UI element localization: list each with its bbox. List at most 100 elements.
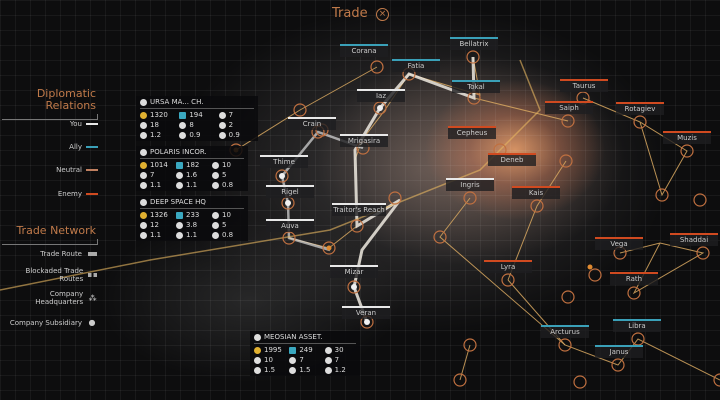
resource-icon: [254, 346, 261, 354]
trade-legend: Trade Network: [0, 225, 98, 249]
trade-route-icon: [86, 250, 98, 258]
headquarters-icon: [364, 319, 370, 325]
system-label[interactable]: Kais: [512, 186, 560, 199]
system-label[interactable]: Rigel: [266, 185, 314, 198]
system-label[interactable]: Thime: [260, 155, 308, 168]
company-stat: 7: [324, 356, 356, 364]
system-label[interactable]: Saiph: [545, 101, 593, 114]
system-label[interactable]: Bellatrix: [450, 37, 498, 50]
star-system-node: [373, 101, 387, 115]
trade-route: [507, 160, 567, 281]
close-icon[interactable]: ×: [376, 8, 389, 21]
company-stat: 0.9: [218, 131, 254, 139]
system-label[interactable]: Crain: [288, 117, 336, 130]
legend-neutral: Neutral: [56, 166, 98, 174]
star-system-node: [275, 169, 289, 183]
legend-trade-item: Blockaded Trade Routes: [8, 267, 98, 283]
system-label[interactable]: Libra: [613, 319, 661, 332]
legend-enemy: Enemy: [58, 190, 98, 198]
star-system-node: [350, 219, 364, 233]
headquarters-icon: [377, 105, 383, 111]
resource-icon: [140, 161, 147, 169]
company-stat: 233: [176, 211, 208, 219]
system-label[interactable]: Rotagiev: [616, 102, 664, 115]
system-label[interactable]: Veran: [342, 306, 390, 319]
star-system-node: [347, 280, 361, 294]
star-system-node: [558, 338, 572, 352]
system-label[interactable]: Fatia: [392, 59, 440, 72]
company-stat: 5: [212, 221, 244, 229]
star-system-node: [573, 375, 587, 389]
company-stat: 0.9: [179, 131, 214, 139]
resource-icon: [254, 366, 261, 374]
company-stat: 30: [324, 346, 356, 354]
system-label[interactable]: Janus: [595, 345, 643, 358]
company-stat: 1995: [254, 346, 285, 354]
company-icon: [140, 98, 147, 106]
resource-icon: [254, 356, 261, 364]
resource-icon: [289, 346, 297, 354]
system-label[interactable]: Iaz: [357, 89, 405, 102]
resource-icon: [179, 111, 187, 119]
blockaded-route-icon: [87, 271, 98, 279]
system-label[interactable]: Rath: [610, 272, 658, 285]
company-stat: 1.5: [289, 366, 320, 374]
company-stat: 1.2: [324, 366, 356, 374]
trade-route: [439, 197, 720, 381]
system-label[interactable]: Traitor's Reach: [332, 203, 386, 216]
trade-title: Trade Network: [16, 224, 96, 237]
system-label[interactable]: Lyra: [484, 260, 532, 273]
resource-icon: [212, 221, 219, 229]
headquarters-icon: [285, 200, 291, 206]
company-name: POLARIS INCOR.: [150, 148, 207, 156]
system-label[interactable]: Corana: [340, 44, 388, 57]
resource-icon: [140, 111, 147, 119]
system-label[interactable]: Taurus: [560, 79, 608, 92]
legend-trade-item: Trade Route: [8, 250, 98, 258]
company-stat: 1014: [140, 161, 172, 169]
system-label[interactable]: Mrigasira: [340, 134, 388, 147]
company-stat: 12: [140, 221, 172, 229]
system-label[interactable]: Cepheus: [448, 126, 496, 139]
star-system-node: [433, 230, 447, 244]
resource-icon: [140, 131, 147, 139]
legend-ally: Ally: [69, 143, 98, 151]
company-icon: [140, 198, 147, 206]
star-system-node: [293, 103, 307, 117]
diplomatic-title: Diplomatic Relations: [36, 87, 96, 112]
star-system-node: [655, 188, 669, 202]
system-label[interactable]: Tokal: [452, 80, 500, 93]
system-label[interactable]: Ingris: [446, 178, 494, 191]
company-stat: 1326: [140, 211, 172, 219]
ally-swatch: [86, 146, 98, 148]
star-system-node: [322, 241, 336, 255]
company-stat: 0.8: [212, 181, 244, 189]
resource-icon: [140, 231, 147, 239]
company-stat: 0.8: [212, 231, 244, 239]
company-icon: [140, 148, 147, 156]
star-system-node: [696, 246, 710, 260]
star-system-node: [611, 358, 625, 372]
system-label[interactable]: Arcturus: [541, 325, 589, 338]
company-name: URSA MA... CH.: [150, 98, 204, 106]
divider: [2, 239, 98, 245]
resource-icon: [176, 221, 183, 229]
system-label[interactable]: Shaddai: [670, 233, 718, 246]
resource-icon: [289, 366, 297, 374]
system-label[interactable]: Deneb: [488, 153, 536, 166]
company-stat: 194: [179, 111, 214, 119]
company-stat: 10: [212, 211, 244, 219]
system-label[interactable]: Auva: [266, 219, 314, 232]
system-label[interactable]: Vega: [595, 237, 643, 250]
system-label[interactable]: Muzis: [663, 131, 711, 144]
company-stat: 7: [218, 111, 254, 119]
system-label[interactable]: Mizar: [330, 265, 378, 278]
resource-icon: [140, 211, 147, 219]
